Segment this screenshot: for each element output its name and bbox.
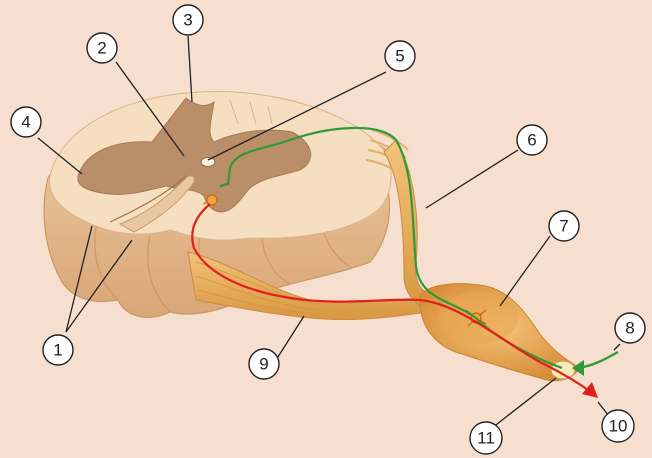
callout-11: 11 bbox=[470, 422, 502, 454]
motor-arrowhead bbox=[582, 382, 598, 398]
callout-3-label: 3 bbox=[183, 11, 192, 30]
leader-11 bbox=[492, 378, 556, 428]
callout-9: 9 bbox=[249, 349, 279, 379]
callout-4: 4 bbox=[11, 107, 41, 137]
central-canal bbox=[201, 158, 215, 167]
callout-4-label: 4 bbox=[21, 113, 30, 132]
callout-10-label: 10 bbox=[609, 417, 628, 436]
callout-2: 2 bbox=[87, 33, 117, 63]
callout-8-label: 8 bbox=[625, 319, 634, 338]
callout-1-label: 1 bbox=[53, 341, 62, 360]
callout-3: 3 bbox=[173, 5, 203, 35]
leader-7 bbox=[500, 236, 550, 306]
callout-6: 6 bbox=[517, 125, 547, 155]
callout-6-label: 6 bbox=[527, 131, 536, 150]
leader-9 bbox=[276, 316, 304, 360]
callout-10: 10 bbox=[602, 410, 634, 442]
callout-5: 5 bbox=[385, 41, 415, 71]
callout-7-label: 7 bbox=[559, 217, 568, 236]
callout-11-label: 11 bbox=[477, 429, 495, 448]
leader-3 bbox=[188, 36, 192, 102]
callout-7: 7 bbox=[549, 211, 579, 241]
callout-1: 1 bbox=[43, 335, 73, 365]
callout-2-label: 2 bbox=[97, 39, 106, 58]
callout-8: 8 bbox=[615, 313, 645, 343]
leader-8 bbox=[614, 344, 620, 350]
callout-9-label: 9 bbox=[259, 355, 268, 374]
leader-6 bbox=[426, 150, 518, 208]
callout-5-label: 5 bbox=[395, 47, 404, 66]
